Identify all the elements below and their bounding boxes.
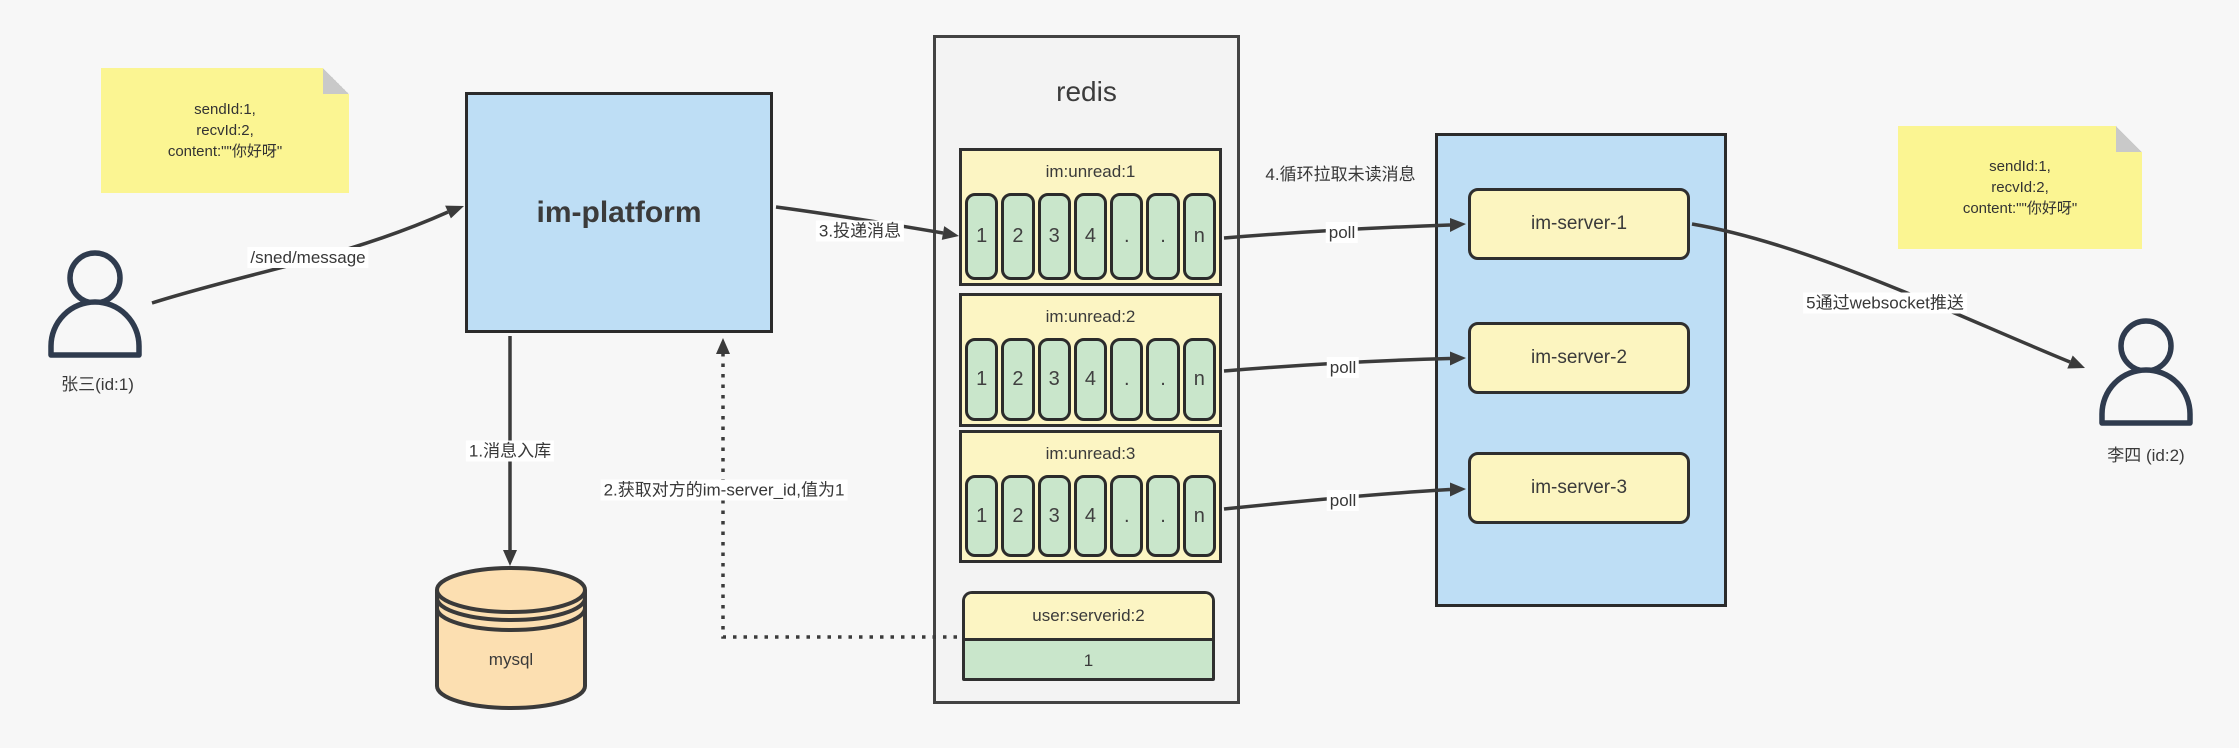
sticky-note-right: sendId:1, recvId:2, content:""你好呀" — [1898, 126, 2142, 249]
queue-im-unread-1: im:unread:1 1 2 3 4 . . n — [959, 148, 1222, 286]
queue-header: im:unread:2 — [1045, 307, 1136, 326]
note-line: content:""你好呀" — [167, 143, 283, 160]
mysql-label: mysql — [488, 650, 534, 669]
queue-cell: 4 — [1073, 193, 1108, 280]
server-cluster-box: im-server-1 im-server-2 im-server-3 — [1435, 133, 1727, 607]
queue-cells: 1 2 3 4 . . n — [962, 193, 1219, 283]
queue-cells: 1 2 3 4 . . n — [962, 475, 1219, 560]
arrowhead-push — [2067, 355, 2085, 369]
queue-cell: n — [1182, 338, 1216, 421]
kv-value: 1 — [965, 641, 1212, 678]
redis-title: redis — [1056, 76, 1117, 107]
note-line: content:""你好呀" — [1962, 200, 2078, 217]
queue-cell: . — [1146, 193, 1180, 280]
im-platform-label: im-platform — [536, 195, 702, 229]
kv-user-serverid: user:serverid:2 1 — [962, 591, 1215, 681]
edge-label-send: /sned/message — [247, 247, 369, 268]
queue-cell: 1 — [965, 193, 999, 280]
queue-cell: 4 — [1073, 338, 1108, 421]
queue-cell: 2 — [1001, 338, 1035, 421]
queue-im-unread-3: im:unread:3 1 2 3 4 . . n — [959, 430, 1222, 563]
queue-im-unread-2: im:unread:2 1 2 3 4 . . n — [959, 293, 1222, 427]
queue-cell: 3 — [1037, 338, 1071, 421]
note-line: sendId:1, — [1989, 158, 2051, 175]
edge-label-deliver: 3.投递消息 — [815, 217, 905, 242]
queue-cell: . — [1146, 338, 1180, 421]
queue-cell: 3 — [1037, 475, 1071, 557]
queue-cell: . — [1110, 193, 1144, 280]
queue-cell: n — [1182, 475, 1216, 557]
queue-cells: 1 2 3 4 . . n — [962, 338, 1219, 424]
edge-label-pull: 4.循环拉取未读消息 — [1265, 165, 1416, 184]
queue-cell: n — [1182, 193, 1216, 280]
im-server-1-box: im-server-1 — [1468, 188, 1690, 260]
note-line: recvId:2, — [1991, 179, 2049, 196]
im-platform-box: im-platform — [465, 92, 773, 333]
queue-cell: . — [1110, 338, 1144, 421]
queue-header: im:unread:3 — [1045, 444, 1136, 463]
queue-cell: 2 — [1001, 475, 1035, 557]
note-line: sendId:1, — [194, 101, 256, 118]
note-fold-corner — [323, 68, 349, 94]
mysql-cylinder — [435, 566, 587, 710]
queue-cell: 2 — [1001, 193, 1035, 280]
im-server-2-box: im-server-2 — [1468, 322, 1690, 394]
queue-cell: . — [1110, 475, 1144, 557]
queue-cell: 4 — [1073, 475, 1108, 557]
redis-container: redis im:unread:1 1 2 3 4 . . n im:unrea… — [933, 35, 1240, 704]
note-fold-corner — [2116, 126, 2142, 152]
sticky-note-left: sendId:1, recvId:2, content:""你好呀" — [101, 68, 349, 193]
edge-label-poll2: poll — [1326, 357, 1360, 378]
sender-label: 张三(id:1) — [61, 375, 134, 394]
edge-label-poll1: poll — [1325, 222, 1359, 243]
sender-user-icon — [48, 250, 142, 358]
queue-cell: 1 — [965, 338, 999, 421]
edge-label-poll3: poll — [1326, 490, 1360, 511]
note-line: recvId:2, — [196, 122, 254, 139]
receiver-label: 李四 (id:2) — [2107, 446, 2185, 465]
im-server-3-box: im-server-3 — [1468, 452, 1690, 524]
edge-label-push: 5通过websocket推送 — [1803, 289, 1967, 314]
queue-header: im:unread:1 — [1045, 162, 1136, 181]
receiver-user-icon — [2099, 318, 2193, 426]
queue-cell: 1 — [965, 475, 999, 557]
queue-cell: 3 — [1037, 193, 1071, 280]
arrowhead-get-serverid — [716, 338, 730, 354]
edge-label-store: 1.消息入库 — [465, 437, 555, 462]
queue-cell: . — [1146, 475, 1180, 557]
arrowhead-send — [445, 205, 464, 219]
edge-label-get-serverid: 2.获取对方的im-server_id,值为1 — [600, 476, 848, 501]
kv-header: user:serverid:2 — [965, 594, 1212, 641]
